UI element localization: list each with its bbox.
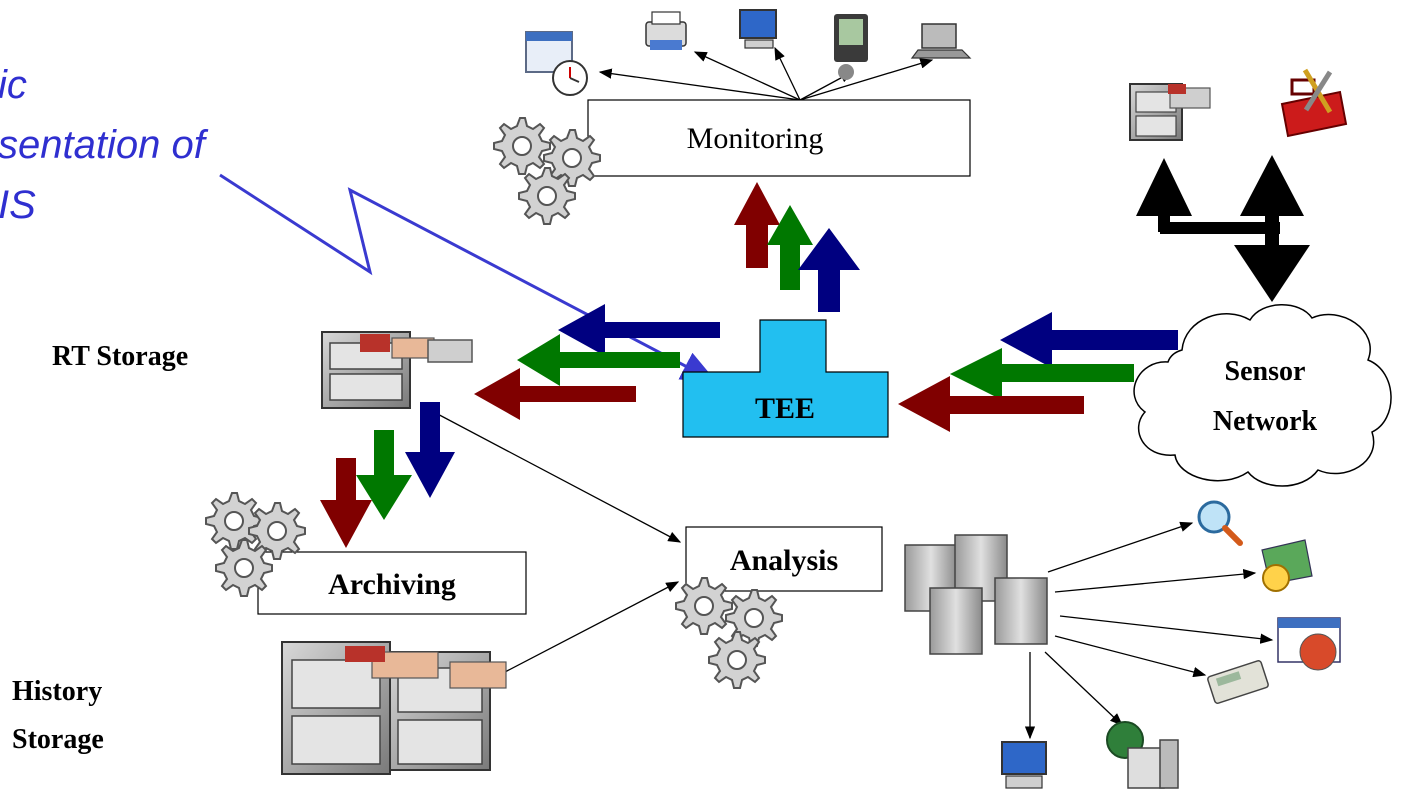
- sensor-network-label-line-1: Sensor: [1225, 356, 1306, 387]
- monitoring-node: Monitoring: [587, 99, 971, 177]
- archiving-node: Archiving: [257, 551, 527, 615]
- archiving-label: Archiving: [328, 568, 456, 601]
- analysis-label: Analysis: [730, 544, 838, 577]
- chart-table-icon: [1277, 617, 1341, 671]
- sensor-network-label-line-2: Network: [1213, 406, 1318, 437]
- history-storage-label-line-2: Storage: [12, 724, 104, 755]
- monitoring-gears-icon: [493, 117, 601, 225]
- callout-line-2: sentation of: [0, 123, 209, 167]
- toolbox-icon: [1280, 68, 1348, 138]
- analysis-node: Analysis: [685, 526, 883, 592]
- laptop-icon: [910, 23, 972, 59]
- rt-storage-label: RT Storage: [52, 341, 188, 372]
- monitoring-label: Monitoring: [687, 122, 824, 155]
- sensor-network-cloud: [1133, 304, 1392, 487]
- sensor-arrow-red: [898, 376, 1084, 432]
- callout-line-1: ic: [0, 63, 27, 107]
- web-server-icon: [1106, 721, 1179, 789]
- up-arrow-red: [734, 182, 780, 268]
- down-arrow-green: [356, 430, 412, 520]
- tee-label: TEE: [755, 392, 815, 425]
- rt-storage-cabinet-icon: [321, 331, 473, 409]
- fork-arrow: [1136, 155, 1310, 302]
- left-arrows-to-rt-storage: [474, 304, 720, 420]
- tee-node: TEE: [682, 319, 889, 438]
- sensor-network-node: Sensor Network: [1133, 304, 1392, 487]
- left-arrow-blue: [558, 304, 720, 356]
- magnifier-icon: [1197, 500, 1243, 546]
- printer-icon: [645, 11, 687, 50]
- desktop-computer-icon: [1001, 741, 1047, 789]
- down-arrow-blue: [405, 402, 455, 498]
- history-storage-cabinet-icon: [281, 641, 507, 775]
- left-arrows-from-sensor: [898, 312, 1178, 432]
- up-arrow-green: [767, 205, 813, 290]
- callout-line-3: IS: [0, 183, 36, 227]
- left-arrow-green: [517, 334, 680, 386]
- callout: ic sentation of IS: [0, 63, 718, 383]
- sensor-arrow-green: [950, 348, 1134, 400]
- down-arrow-red: [320, 458, 372, 548]
- left-arrow-red: [474, 368, 636, 420]
- history-storage-label-line-1: History: [12, 676, 102, 707]
- callout-pointer: [219, 173, 718, 383]
- sensor-arrow-blue: [1000, 312, 1178, 368]
- pda-icon: [834, 14, 868, 80]
- up-arrow-blue: [798, 228, 860, 312]
- up-arrows: [734, 182, 860, 312]
- analysis-gears-icon: [675, 577, 783, 689]
- calculator-icon: [1207, 660, 1269, 704]
- down-arrows: [320, 402, 455, 548]
- compass-map-icon: [1261, 539, 1313, 592]
- desktop-computer-icon: [739, 9, 777, 49]
- server-cluster-icon: [904, 534, 1048, 655]
- file-cabinet-icon: [1129, 83, 1211, 141]
- calendar-clock-icon: [525, 31, 588, 96]
